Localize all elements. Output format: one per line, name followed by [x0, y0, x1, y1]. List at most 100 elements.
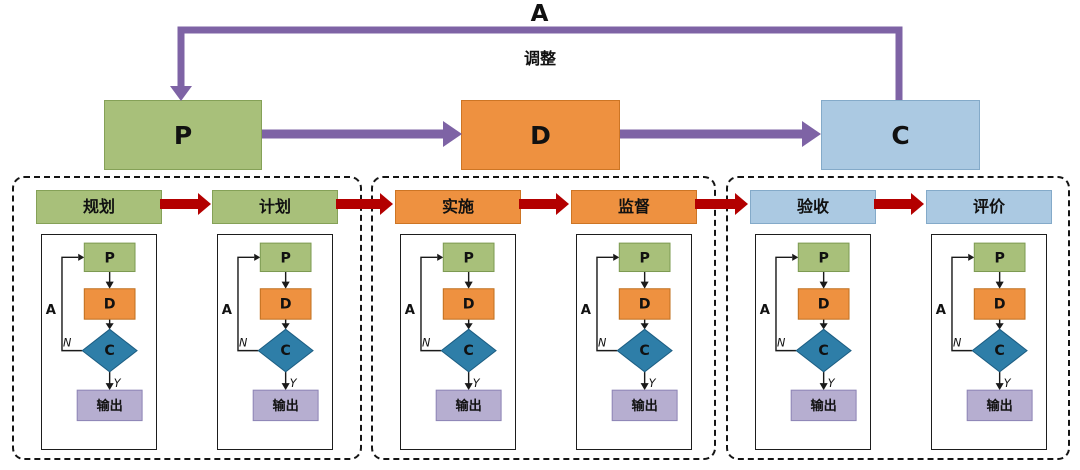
mini-output-box [611, 389, 678, 422]
mini-arrowhead-p-to-d-icon [464, 281, 473, 289]
mini-yes-label: Y [649, 377, 657, 390]
mini-arrowhead-p-to-d-icon [640, 281, 649, 289]
mini-arrowhead-p-to-d-icon [281, 281, 290, 289]
mini-pdca-chart: P D C 输出 N Y A [46, 242, 143, 422]
mini-no-label: N [598, 337, 607, 350]
mini-yes-label: Y [114, 377, 122, 390]
mini-feedback-label: A [581, 303, 592, 318]
top-box-p: P [104, 100, 262, 170]
mini-arrowhead-p-to-d-icon [819, 281, 828, 289]
unit-evaluation: 评价 P D C 输出 N Y A [914, 190, 1064, 450]
mini-pdca-chart: P D C 输出 N Y A [936, 242, 1033, 422]
mini-arrowhead-d-to-c-icon [464, 323, 473, 330]
mini-p-box [259, 242, 312, 273]
mini-c-label: C [104, 343, 114, 359]
top-box-c: C [821, 100, 980, 170]
mini-c-diamond [971, 328, 1028, 373]
mini-p-label: P [639, 250, 649, 266]
mini-arrowhead-p-to-d-icon [105, 281, 114, 289]
mini-d-label: D [639, 297, 651, 313]
mini-p-label: P [104, 250, 114, 266]
mini-arrowhead-d-to-c-icon [640, 323, 649, 330]
feedback-arrowhead-icon [170, 86, 192, 101]
mini-arrowhead-d-to-c-icon [995, 323, 1004, 330]
unit-implementation: 实施 P D C 输出 N Y A [383, 190, 533, 450]
mini-arrowhead-p-to-d-icon [995, 281, 1004, 289]
mini-no-label: N [953, 337, 962, 350]
mini-p-box [442, 242, 495, 273]
mini-feedback-arrowhead-icon [437, 253, 444, 261]
mini-p-box [973, 242, 1026, 273]
mini-d-label: D [104, 297, 116, 313]
mini-arrowhead-d-to-c-icon [105, 323, 114, 330]
mini-yes-label: Y [290, 377, 298, 390]
mini-pdca-chart: P D C 输出 N Y A [405, 242, 502, 422]
unit-title: 评价 [926, 190, 1052, 224]
mini-p-box [83, 242, 136, 273]
arrowhead-d-to-c-icon [802, 121, 821, 147]
adjust-label: 调整 [523, 49, 556, 68]
unit-planning: 规划 P D C 输出 N Y A [24, 190, 174, 450]
mini-no-label: N [239, 337, 248, 350]
mini-c-diamond [795, 328, 852, 373]
mini-output-box [966, 389, 1033, 422]
mini-output-label: 输出 [455, 397, 481, 414]
mini-pdca-chart: P D C 输出 N Y A [581, 242, 678, 422]
mini-output-label: 输出 [631, 397, 657, 414]
mini-d-box [442, 288, 495, 320]
mini-no-label: N [63, 337, 72, 350]
unit-title: 验收 [750, 190, 876, 224]
mini-no-label: N [777, 337, 786, 350]
mini-p-box [797, 242, 850, 273]
top-box-d: D [461, 100, 620, 170]
arrowhead-p-to-d-icon [443, 121, 462, 147]
mini-output-box [790, 389, 857, 422]
mini-p-label: P [994, 250, 1004, 266]
mini-feedback-label: A [936, 303, 947, 318]
mini-arrowhead-c-to-output-icon [819, 383, 828, 391]
mini-arrowhead-d-to-c-icon [281, 323, 290, 330]
mini-output-label: 输出 [810, 397, 836, 414]
mini-feedback-line [775, 256, 797, 352]
mini-feedback-line [420, 256, 442, 352]
mini-p-label: P [818, 250, 828, 266]
mini-d-box [618, 288, 671, 320]
group-check-stage: 验收 P D C 输出 N Y A 评价 [726, 176, 1070, 460]
unit-supervision: 监督 P D C 输出 N Y A [559, 190, 709, 450]
mini-arrowhead-c-to-output-icon [464, 383, 473, 391]
mini-output-box [435, 389, 502, 422]
mini-feedback-arrowhead-icon [792, 253, 799, 261]
mini-c-diamond [616, 328, 673, 373]
mini-d-label: D [994, 297, 1006, 313]
mini-output-label: 输出 [272, 397, 298, 414]
feedback-label-a: A [530, 1, 550, 27]
group-plan-stage: 规划 P D C 输出 N Y A 计划 [12, 176, 362, 460]
mini-feedback-line [237, 256, 259, 352]
unit-title: 计划 [212, 190, 338, 224]
mini-feedback-arrowhead-icon [968, 253, 975, 261]
mini-c-diamond [81, 328, 138, 373]
mini-yes-label: Y [1004, 377, 1012, 390]
mini-arrowhead-c-to-output-icon [995, 383, 1004, 391]
mini-arrowhead-c-to-output-icon [105, 383, 114, 391]
mini-d-label: D [463, 297, 475, 313]
mini-pdca-chart: P D C 输出 N Y A [760, 242, 857, 422]
mini-c-diamond [257, 328, 314, 373]
unit-title: 实施 [395, 190, 521, 224]
mini-feedback-label: A [222, 303, 233, 318]
mini-d-box [973, 288, 1026, 320]
mini-output-box [252, 389, 319, 422]
unit-flowchart: P D C 输出 N Y A [41, 234, 157, 450]
mini-c-label: C [280, 343, 290, 359]
mini-p-label: P [463, 250, 473, 266]
mini-arrowhead-c-to-output-icon [281, 383, 290, 391]
mini-d-box [83, 288, 136, 320]
mini-feedback-label: A [405, 303, 416, 318]
mini-feedback-line [61, 256, 83, 352]
mini-c-label: C [639, 343, 649, 359]
mini-feedback-arrowhead-icon [78, 253, 85, 261]
mini-output-label: 输出 [96, 397, 122, 414]
mini-arrowhead-d-to-c-icon [819, 323, 828, 330]
mini-p-box [618, 242, 671, 273]
